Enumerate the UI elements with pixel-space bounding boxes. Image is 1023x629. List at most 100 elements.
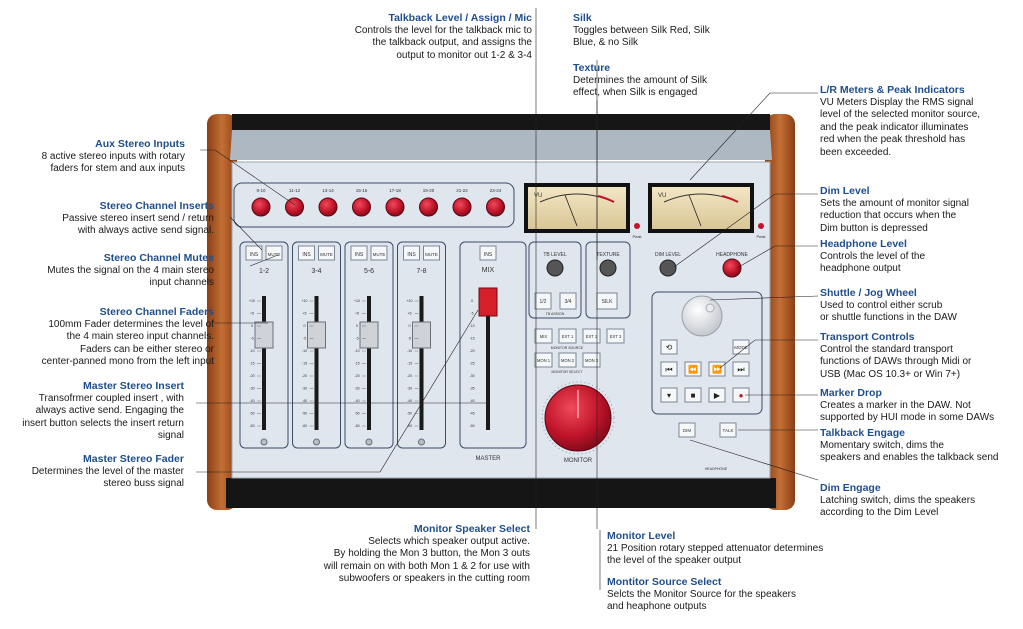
jog-wheel[interactable] (681, 295, 723, 337)
transport-button[interactable] (708, 387, 726, 403)
dim-level-knob[interactable] (659, 259, 677, 277)
talkback-section: TB LEVEL 1/2 3/4 TB ASSIGN TEXTURE SILK (528, 241, 631, 319)
fader-cap[interactable] (359, 321, 379, 349)
fader-scale-label: -15 (302, 362, 307, 366)
fader-scale-label: -20 (249, 374, 254, 378)
callout-transport-title: Transport Controls (820, 331, 915, 343)
mute-button[interactable] (318, 245, 335, 261)
ins-button[interactable] (403, 245, 420, 261)
callout-mutes-title: Stereo Channel Mutes (103, 252, 214, 264)
dim-talk: DIM TALK HEADPHONE (678, 422, 737, 471)
callout-line: Selects which speaker output active. (368, 536, 530, 547)
callout-line: speakers and enables the talkback send (820, 452, 999, 464)
fader-scale-label: 0 (251, 324, 253, 328)
talk-button[interactable] (719, 422, 737, 438)
ins-button[interactable] (350, 245, 368, 261)
fader-scale-label: -10 (302, 349, 307, 353)
loop-button[interactable] (660, 339, 678, 355)
tb-assign-label: TB ASSIGN (546, 312, 565, 316)
callout-shuttle-title: Shuttle / Jog Wheel (820, 287, 917, 299)
aux-knob[interactable] (486, 197, 505, 217)
transport-button[interactable] (684, 387, 702, 403)
aux-label: 9-10 (256, 188, 266, 193)
fader-track (314, 296, 319, 430)
headphone-knob[interactable] (722, 258, 742, 278)
monitor-select-label: MON 1 (537, 358, 551, 363)
fader-cap[interactable] (307, 321, 326, 349)
fader-scale-label: -40 (354, 399, 359, 403)
aux-knob[interactable] (385, 197, 405, 217)
monitor-source-label: EXT 1 (562, 334, 574, 339)
ins-button[interactable] (245, 245, 263, 261)
transport-button[interactable] (732, 361, 750, 377)
peak-label-right: Peak (756, 234, 765, 239)
transport-button[interactable] (684, 361, 702, 377)
callout-headphone-title: Headphone Level (820, 238, 907, 250)
callout-line: with always active send signal. (77, 225, 214, 237)
monitor-source-label: MIX (540, 334, 548, 339)
callout-transport: Transport Controls Control the standard … (820, 331, 1020, 381)
aux-knob[interactable] (419, 197, 438, 217)
callout-line: Used to control either scrub (820, 300, 943, 311)
callout-line: Determines the amount of Silk (573, 75, 707, 86)
transport-button[interactable] (708, 361, 726, 377)
aux-knob[interactable] (452, 197, 472, 217)
texture-knob[interactable] (599, 259, 617, 277)
monitor-source-button[interactable] (582, 328, 601, 344)
aux-knob[interactable] (251, 197, 271, 217)
aux-label: 15-16 (356, 188, 368, 193)
fader-cap[interactable] (254, 321, 274, 349)
callout-faders: Stereo Channel Faders 100mm Fader determ… (4, 306, 214, 369)
dim-button[interactable] (678, 422, 696, 438)
master-ins-button[interactable] (479, 245, 497, 261)
mute-button[interactable] (370, 245, 388, 261)
callout-source-select: Montitor Source Select Selcts the Monito… (607, 576, 847, 614)
callout-line: supported by HUI mode in some DAWs (820, 412, 995, 424)
monitor-source-button[interactable] (606, 328, 625, 344)
master-scale-label: -25 (469, 362, 474, 366)
aux-knob[interactable] (352, 197, 371, 217)
tb-level-knob[interactable] (546, 259, 564, 277)
aux-label: 19-20 (423, 188, 435, 193)
callout-monitor-level-title: Monitor Level (607, 530, 676, 542)
mute-button[interactable] (265, 245, 283, 261)
master-fader-cap[interactable] (478, 287, 498, 317)
transport-button[interactable] (660, 387, 678, 403)
aux-knob[interactable] (318, 197, 338, 217)
callout-dim-level: Dim Level Sets the amount of monitor sig… (820, 185, 1020, 235)
callout-line: Controls the level for the talkback mic … (354, 25, 532, 36)
channel-strip (239, 241, 289, 449)
fader-scale-label: +10 (354, 299, 360, 303)
callout-shuttle: Shuttle / Jog Wheel Used to control eith… (820, 287, 1020, 325)
wood-side-right (765, 114, 795, 510)
monitor-select-button[interactable] (558, 352, 577, 368)
tb-assign-3-4-button[interactable] (559, 292, 577, 310)
monitor-select-button[interactable] (582, 352, 601, 368)
fader-cap[interactable] (412, 321, 431, 349)
aux-knob[interactable] (285, 197, 304, 217)
fader-scale-label: +5 (355, 312, 359, 316)
monitor-source-button[interactable] (534, 328, 553, 344)
monitor-select-button[interactable] (534, 352, 553, 368)
transport-icon: ⏪ (688, 364, 698, 374)
callout-marker-title: Marker Drop (820, 387, 882, 399)
mute-button[interactable] (423, 245, 440, 261)
mode-button[interactable] (732, 339, 750, 355)
callout-headphone: Headphone Level Controls the level of th… (820, 238, 1020, 276)
tb-assign-1-2-button[interactable] (534, 292, 552, 310)
transport-button[interactable] (660, 361, 678, 377)
vu-label-left: VU (534, 193, 542, 199)
headphone-label: HEADPHONE (716, 252, 748, 258)
tb-assign-1-2-label: 1/2 (540, 299, 547, 305)
monitor-source-button[interactable] (558, 328, 577, 344)
fader-scale-label: +5 (302, 312, 306, 316)
fader-scale-label: 0 (304, 324, 306, 328)
transport-icon: ⏭ (737, 365, 744, 374)
callout-line: 21 Position rotary stepped attenuator de… (607, 543, 824, 554)
ins-button[interactable] (298, 245, 315, 261)
master-scale-label: -40 (469, 399, 474, 403)
fader-scale-label: +5 (250, 312, 254, 316)
transport-icon: ● (739, 391, 744, 400)
callout-talkback: Talkback Level / Assign / Mic Controls t… (300, 12, 532, 62)
callout-line: Creates a marker in the DAW. Not (820, 400, 971, 411)
